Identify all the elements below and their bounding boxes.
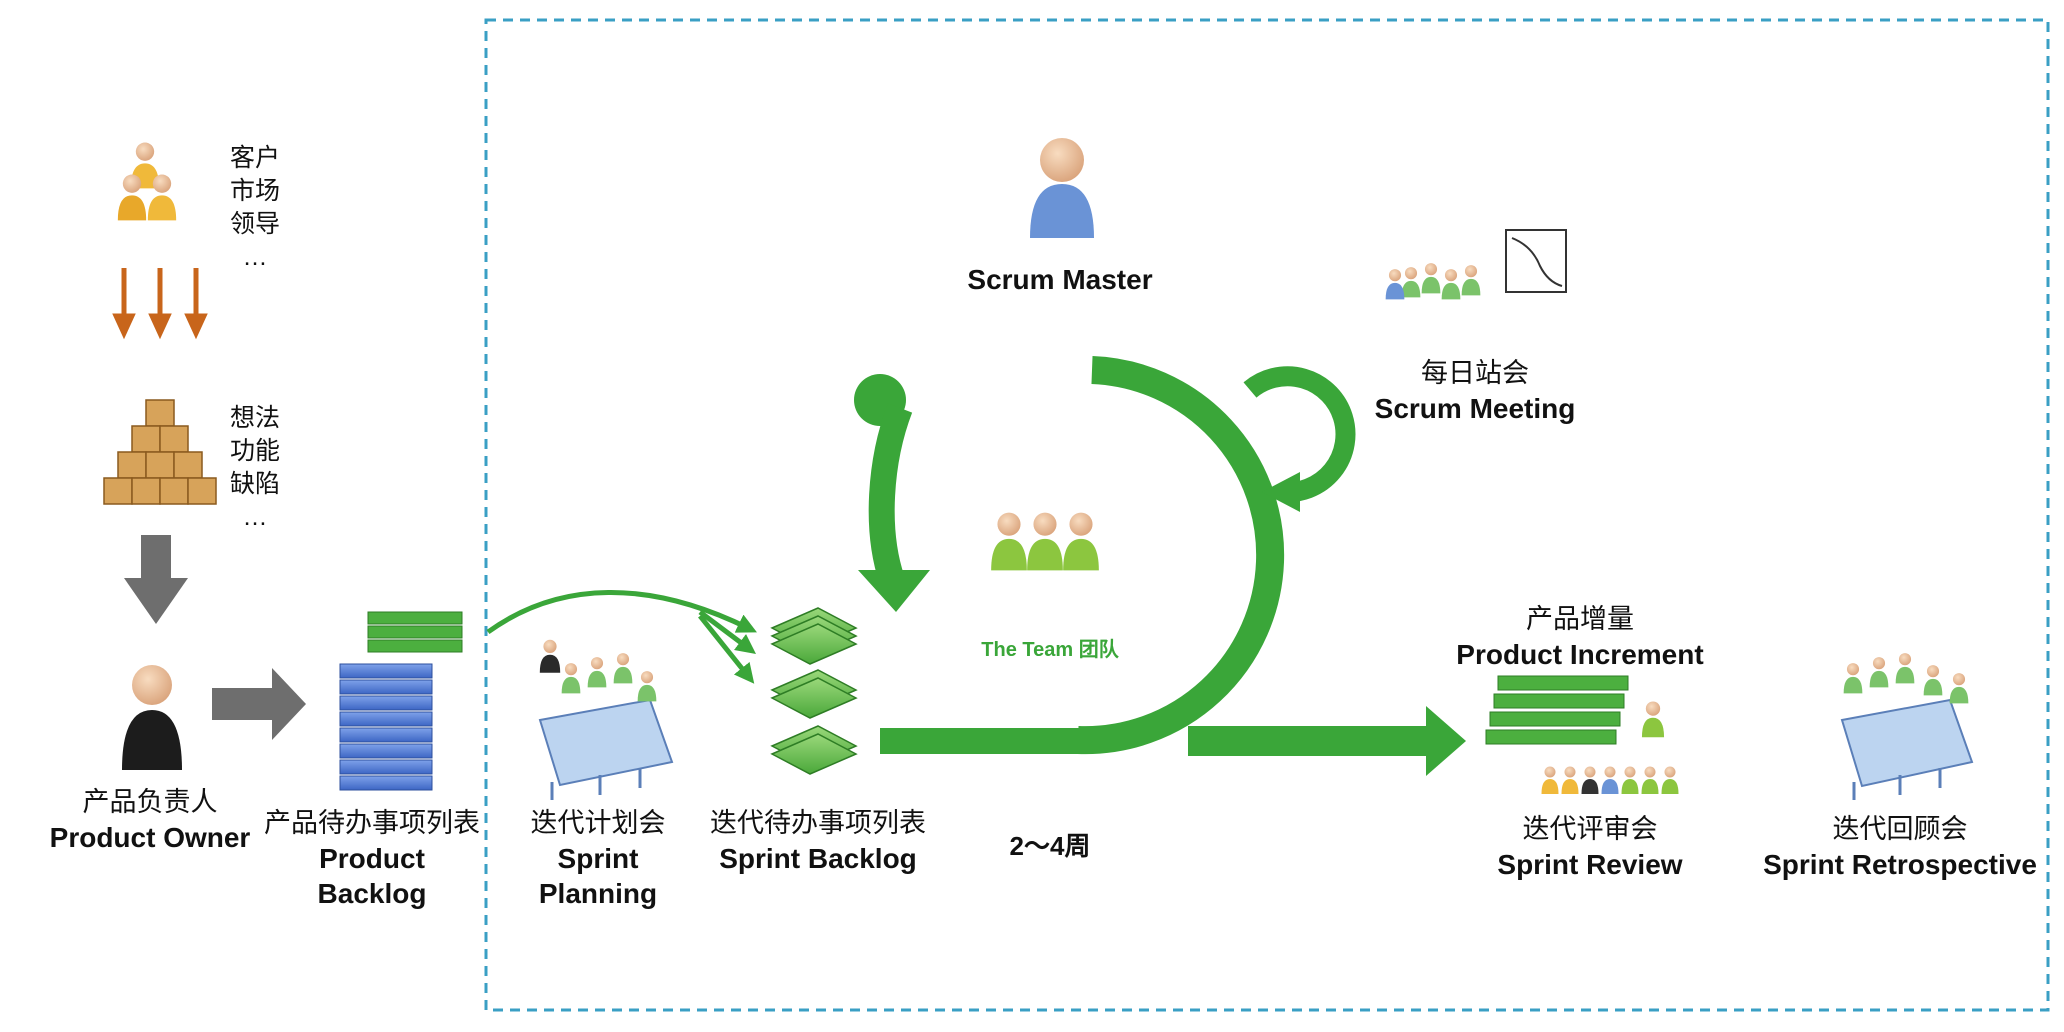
planning-arrows [486,590,757,684]
product-increment-label: 产品增量 Product Increment [1450,602,1710,672]
sprint-backlog-en: Sprint Backlog [719,842,917,874]
retrospective-icon [1840,653,1974,800]
daily-loop [1243,366,1356,512]
stakeholders-icon [117,142,177,221]
sprint-boundary [484,18,2050,1012]
boxes-icon [103,399,217,505]
sprint-review-cn: 迭代评审会 [1522,814,1658,844]
product-backlog-en: Product Backlog [317,842,427,910]
product-backlog-label: 产品待办事项列表 Product Backlog [262,806,482,912]
sprint-planning-cn: 迭代计划会 [530,808,666,838]
retrospective-en: Sprint Retrospective [1763,848,2037,880]
gray-down-arrow [124,535,188,624]
scrum-master-en: Scrum Master [967,264,1153,295]
sprint-planning-en: Sprint Planning [538,842,658,910]
sprint-review-label: 迭代评审会 Sprint Review [1490,812,1690,882]
team-label: The Team 团队 [970,638,1130,664]
sprint-backlog-stack [770,607,858,775]
daily-scrum-en: Scrum Meeting [1374,392,1576,424]
stakeholder-market: 市场 [229,177,280,205]
retrospective-label: 迭代回顾会 Sprint Retrospective [1760,812,2040,882]
gray-right-arrow [212,668,306,740]
ideas-more: … [242,503,268,531]
orange-arrows [112,268,208,340]
product-owner-icon [122,665,182,770]
ideas-list: 想法 功能 缺陷 … [225,402,285,534]
product-owner-label: 产品负责人 Product Owner [30,785,270,855]
team-label-text: The Team 团队 [981,639,1119,661]
daily-scrum-label: 每日站会 Scrum Meeting [1370,356,1580,426]
sprint-cycle [854,356,1466,776]
sprint-backlog-cn: 迭代待办事项列表 [710,808,926,838]
product-owner-en: Product Owner [49,821,251,853]
duration-label: 2～4周 [990,830,1110,863]
sprint-backlog-label: 迭代待办事项列表 Sprint Backlog [708,806,928,876]
daily-meeting-icon [1385,229,1567,300]
idea-item: 想法 [229,404,280,432]
product-backlog-stack [339,611,463,791]
scrum-master-icon [1030,138,1094,238]
product-backlog-cn: 产品待办事项列表 [264,808,480,838]
scrum-master-label: Scrum Master [960,262,1160,298]
sprint-planning-label: 迭代计划会 Sprint Planning [498,806,698,912]
daily-scrum-cn: 每日站会 [1421,358,1529,388]
product-increment-icon [1485,675,1679,794]
stakeholder-leader: 领导 [229,210,280,238]
retrospective-cn: 迭代回顾会 [1832,814,1968,844]
feature-item: 功能 [229,437,280,465]
stakeholder-more: … [242,243,268,271]
sprint-review-en: Sprint Review [1497,848,1683,880]
stakeholder-customer: 客户 [229,144,280,172]
product-increment-en: Product Increment [1456,638,1704,670]
duration-text: 2～4周 [1009,831,1091,861]
defect-item: 缺陷 [229,470,280,498]
product-increment-cn: 产品增量 [1526,604,1634,634]
product-owner-cn: 产品负责人 [82,787,218,817]
sprint-planning-icon [538,639,674,800]
stakeholders-list: 客户 市场 领导 … [225,142,285,274]
team-icon [991,512,1099,571]
